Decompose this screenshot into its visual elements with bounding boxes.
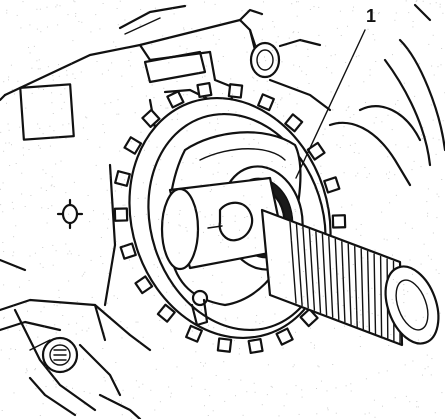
wheel-tooth (227, 83, 244, 99)
spline-groove (341, 241, 346, 323)
wheel-tooth (119, 242, 137, 260)
wheel-tooth (134, 275, 154, 295)
splined-output-shaft (260, 208, 440, 347)
spline-groove (295, 223, 303, 307)
wheel-tooth (247, 337, 264, 355)
callout-leader-1 (295, 29, 366, 179)
spline-groove (321, 233, 328, 316)
spline-groove (354, 245, 358, 328)
spline-groove (328, 236, 334, 318)
callout-label-1: 1 (366, 6, 376, 26)
spline-groove (289, 221, 297, 304)
shaft-end-face (384, 265, 440, 345)
wheel-tooth (156, 303, 176, 323)
spline-groove (366, 250, 371, 332)
bolt-boss (249, 41, 281, 79)
wheel-tooth (299, 308, 319, 328)
wheel-tooth (284, 113, 304, 133)
wheel-tooth (123, 136, 143, 155)
wheel-tooth (306, 141, 326, 161)
spline-groove (315, 231, 322, 314)
spline-groove (373, 253, 377, 335)
wheel-tooth (166, 90, 185, 109)
wheel-tooth (216, 337, 233, 353)
wheel-tooth (113, 207, 129, 222)
wheel-tooth (323, 176, 341, 194)
sliding-collar (160, 176, 287, 271)
spline-groove (302, 226, 309, 309)
wheel-tooth (114, 170, 131, 187)
spline-groove (379, 255, 383, 337)
housing-window (19, 83, 75, 141)
wheel-tooth (257, 93, 275, 112)
wheel-tooth (196, 81, 213, 99)
wheel-tooth (185, 324, 203, 343)
wheel-tooth (275, 327, 294, 346)
wheel-tooth (331, 214, 347, 229)
housing-casing (0, 3, 445, 419)
spline-groove (308, 228, 316, 311)
spline-groove (347, 243, 352, 325)
spline-groove (360, 248, 364, 330)
wheel-tooth (141, 108, 161, 128)
spline-groove (334, 238, 340, 321)
